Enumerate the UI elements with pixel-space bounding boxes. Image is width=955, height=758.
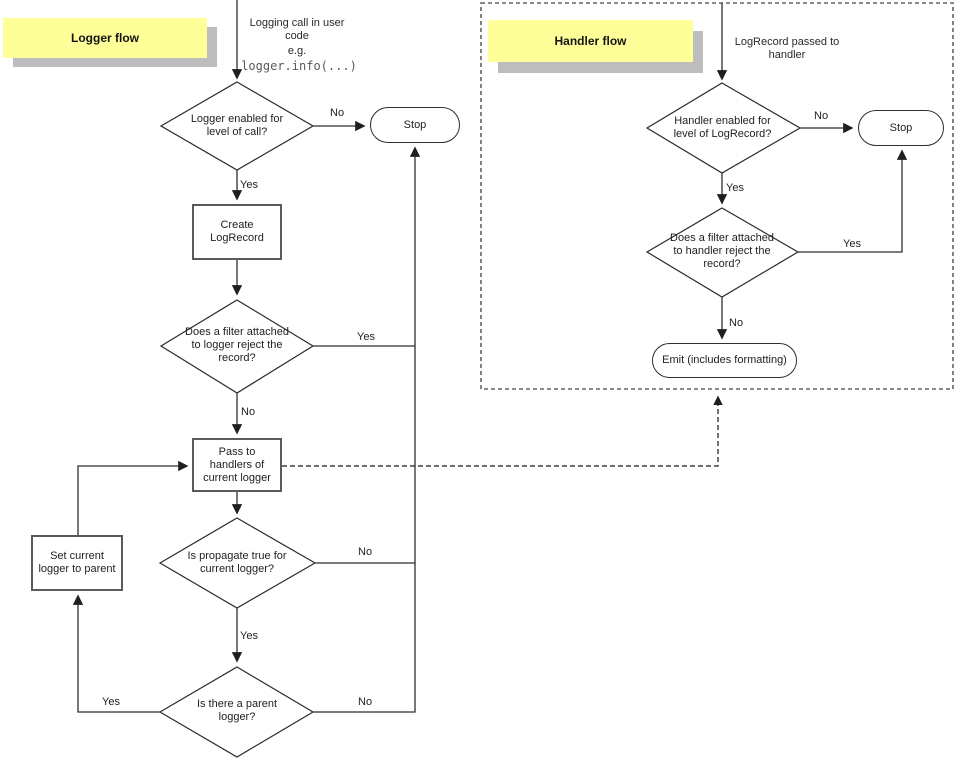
edge-label-parent-yes: Yes xyxy=(102,696,120,708)
set-parent-node: Set current logger to parent xyxy=(31,535,123,591)
edge-label-logger-level-yes: Yes xyxy=(240,179,258,191)
set-parent-label: Set current logger to parent xyxy=(38,550,116,575)
logger-flow-title-label: Logger flow xyxy=(71,31,139,45)
edge-label-propagate-no: No xyxy=(358,546,373,558)
handler-filter-check-label: Does a filter attached to handler reject… xyxy=(670,232,774,270)
emit-node: Emit (includes formatting) xyxy=(652,343,797,378)
handler-flow-title: Handler flow xyxy=(488,20,693,62)
logger-entry-code: logger.info(...) xyxy=(241,59,357,73)
decision-handler-level xyxy=(645,82,802,174)
propagate-check-label: Is propagate true for current logger? xyxy=(187,550,287,575)
pass-to-handlers-node: Pass to handlers of current logger xyxy=(192,438,282,492)
edge-label-handler-filter-yes: Yes xyxy=(843,238,861,250)
decision-parent-logger xyxy=(158,666,315,758)
edge-label-logger-filter-no: No xyxy=(241,406,256,418)
connector-parent-yes-to-set-parent xyxy=(72,594,160,713)
logger-flow-title: Logger flow xyxy=(3,18,207,58)
handler-entry-annotation: LogRecord passed to handler xyxy=(734,36,840,61)
edge-label-logger-level-no: No xyxy=(330,107,345,119)
edge-label-handler-level-yes: Yes xyxy=(726,182,744,194)
connector-handler-filter-yes-to-stop xyxy=(798,149,908,253)
emit-label: Emit (includes formatting) xyxy=(662,354,787,366)
connector-pass-to-handler-flow-dashed xyxy=(282,395,723,467)
create-logrecord-label: Create LogRecord xyxy=(210,219,264,244)
logger-entry-annotation: Logging call in user code xyxy=(249,17,345,42)
logger-entry-annotation-eg: e.g. xyxy=(287,45,307,57)
edge-label-parent-no: No xyxy=(358,696,373,708)
decision-logger-level xyxy=(159,81,315,171)
connector-set-parent-to-pass xyxy=(77,460,189,535)
edge-label-handler-filter-no: No xyxy=(729,317,744,329)
edge-label-handler-level-no: No xyxy=(814,110,829,122)
handler-stop-node: Stop xyxy=(858,110,944,146)
handler-level-check-label: Handler enabled for level of LogRecord? xyxy=(673,115,772,140)
decision-propagate xyxy=(158,517,317,609)
logger-level-check-label: Logger enabled for level of call? xyxy=(190,113,284,138)
create-logrecord-node: Create LogRecord xyxy=(192,204,282,260)
connector-parent-no-to-stop xyxy=(313,146,421,713)
logger-stop-node: Stop xyxy=(370,107,460,143)
decision-handler-filter xyxy=(645,207,800,298)
handler-flow-title-label: Handler flow xyxy=(554,34,627,48)
edge-label-propagate-yes: Yes xyxy=(240,630,258,642)
decision-logger-filter xyxy=(159,299,315,394)
edge-label-logger-filter-yes: Yes xyxy=(357,331,375,343)
logger-stop-label: Stop xyxy=(403,118,427,131)
pass-to-handlers-label: Pass to handlers of current logger xyxy=(203,445,271,484)
handler-flow-box xyxy=(480,2,954,390)
parent-check-label: Is there a parent logger? xyxy=(196,698,278,723)
logger-filter-check-label: Does a filter attached to logger reject … xyxy=(185,326,289,364)
handler-stop-label: Stop xyxy=(889,121,913,134)
